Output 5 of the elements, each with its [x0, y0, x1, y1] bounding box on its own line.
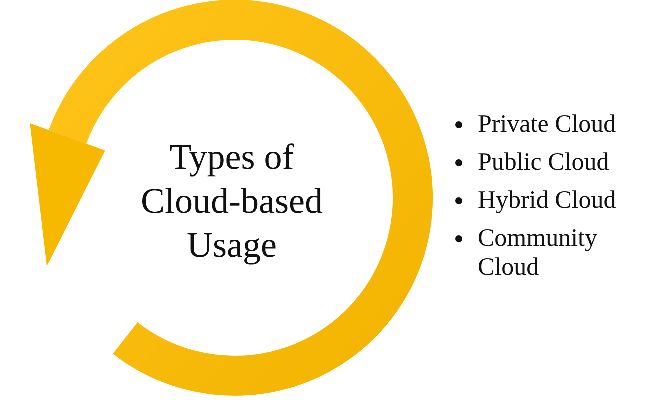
list-item-text: Private Cloud	[478, 111, 616, 138]
list-item-text: Hybrid Cloud	[478, 187, 616, 214]
list-item-text: Public Cloud	[478, 149, 610, 176]
list-item-text: Community Cloud	[478, 225, 598, 281]
center-title: Types of Cloud-based Usage	[140, 136, 324, 267]
